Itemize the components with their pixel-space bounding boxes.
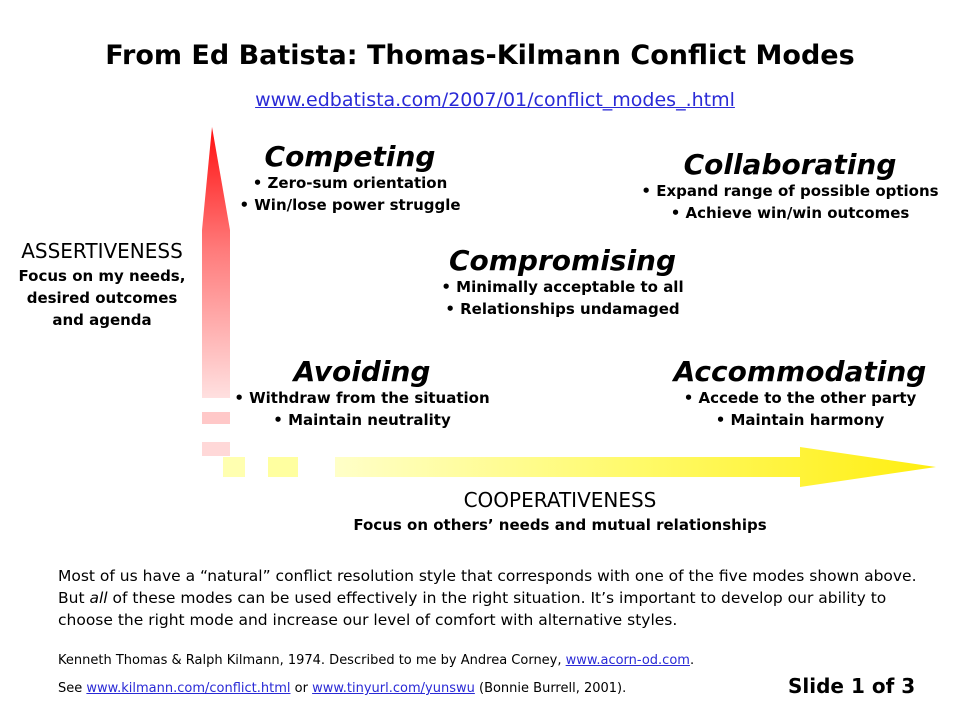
axis-subtitle: Focus on others’ needs and mutual relati… <box>353 516 767 534</box>
mode-competing: Competing • Zero-sum orientation • Win/l… <box>200 140 500 216</box>
kilmann-link[interactable]: www.kilmann.com/conflict.html <box>86 681 291 696</box>
mode-title: Accommodating <box>673 355 927 388</box>
axis-title: ASSERTIVENESS <box>21 239 183 263</box>
mode-accommodating: Accommodating • Accede to the other part… <box>650 355 950 431</box>
assertiveness-label: ASSERTIVENESS Focus on my needs, desired… <box>0 239 204 331</box>
note-text: Most of us have a “natural” conflict res… <box>58 567 917 607</box>
mode-compromising: Compromising • Minimally acceptable to a… <box>410 244 715 320</box>
reference-text: . <box>689 653 695 668</box>
slide-number: Slide 1 of 3 <box>788 674 916 698</box>
reference-line-2: See www.kilmann.com/conflict.html or www… <box>58 681 626 696</box>
note-text: of these modes can be used effectively i… <box>58 589 887 629</box>
mode-bullet: • Zero-sum orientation <box>252 174 448 192</box>
mode-bullet: • Maintain harmony <box>715 411 885 429</box>
mode-bullet: • Achieve win/win outcomes <box>670 204 910 222</box>
note-emphasis: all <box>89 589 108 607</box>
reference-text: Kenneth Thomas & Ralph Kilmann, 1974. De… <box>58 653 566 668</box>
acorn-link[interactable]: www.acorn-od.com <box>565 653 690 668</box>
mode-avoiding: Avoiding • Withdraw from the situation •… <box>212 355 512 431</box>
reference-line-1: Kenneth Thomas & Ralph Kilmann, 1974. De… <box>58 653 694 668</box>
mode-title: Avoiding <box>293 355 431 388</box>
reference-text: See <box>58 681 87 696</box>
note-paragraph: Most of us have a “natural” conflict res… <box>58 565 928 631</box>
mode-title: Collaborating <box>683 148 897 181</box>
mode-bullet: • Win/lose power struggle <box>239 196 461 214</box>
tinyurl-link[interactable]: www.tinyurl.com/yunswu <box>312 681 475 696</box>
mode-bullet: • Accede to the other party <box>683 389 917 407</box>
reference-text: or <box>290 681 313 696</box>
slide-title: From Ed Batista: Thomas-Kilmann Conflict… <box>105 40 855 71</box>
mode-title: Compromising <box>448 244 677 277</box>
axis-line: Focus on my needs, <box>18 267 186 285</box>
mode-bullet: • Withdraw from the situation <box>234 389 490 407</box>
mode-bullet: • Expand range of possible options <box>641 182 939 200</box>
axis-line: and agenda <box>52 311 152 329</box>
source-link[interactable]: www.edbatista.com/2007/01/conflict_modes… <box>255 89 735 111</box>
cooperativeness-label: COOPERATIVENESS Focus on others’ needs a… <box>340 488 780 536</box>
mode-title: Competing <box>264 140 436 173</box>
mode-bullet: • Relationships undamaged <box>445 300 680 318</box>
mode-bullet: • Maintain neutrality <box>273 411 451 429</box>
axis-title: COOPERATIVENESS <box>463 488 657 512</box>
mode-bullet: • Minimally acceptable to all <box>441 278 684 296</box>
reference-text: (Bonnie Burrell, 2001). <box>474 681 627 696</box>
axis-line: desired outcomes <box>26 289 178 307</box>
assertiveness-arrow <box>202 127 230 456</box>
mode-collaborating: Collaborating • Expand range of possible… <box>620 148 960 224</box>
cooperativeness-arrow <box>223 447 936 487</box>
